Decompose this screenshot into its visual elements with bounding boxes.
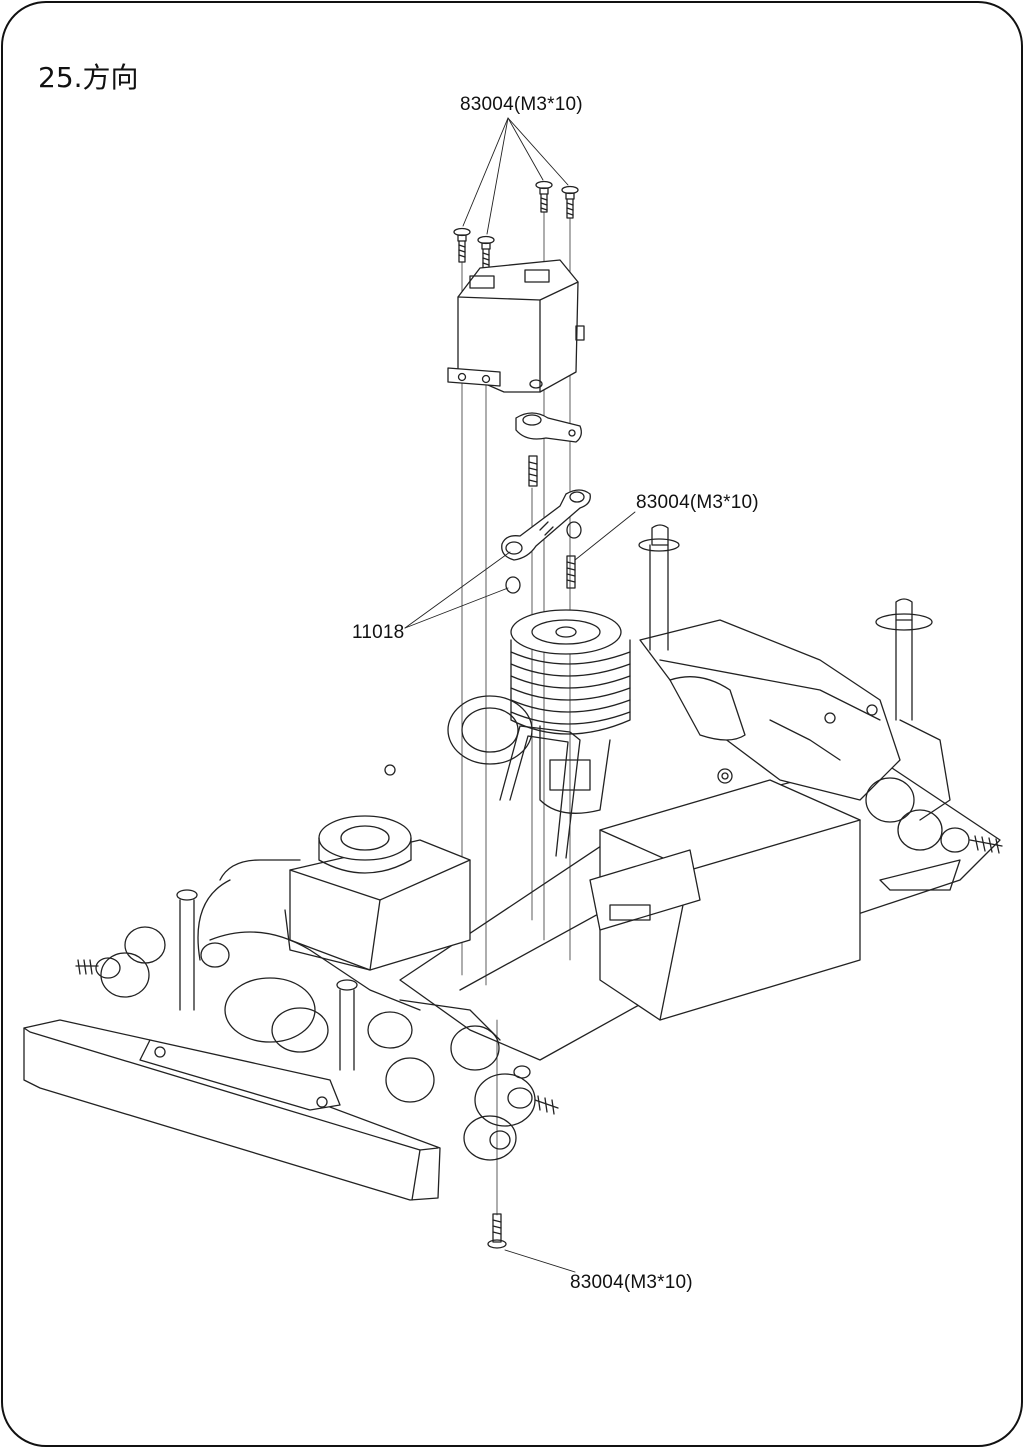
front-bumper — [23, 1019, 441, 1201]
screw-icon — [477, 235, 495, 271]
exploded-diagram — [23, 117, 1003, 1273]
ball-stud — [505, 521, 582, 594]
exhaust-pipe — [197, 859, 301, 961]
callout-link: 11018 — [352, 622, 405, 643]
front-suspension — [75, 889, 559, 1161]
screw-icon — [453, 227, 471, 263]
screw-icon — [561, 185, 579, 219]
screw-icon — [528, 455, 538, 487]
battery-box — [589, 768, 861, 1021]
step-title: 25.方向 — [38, 61, 139, 94]
leader-lines-link — [404, 511, 636, 629]
servo-horn — [515, 412, 582, 443]
screw-icon — [566, 555, 576, 589]
screw-icon — [487, 1213, 507, 1249]
leader-line-bottom — [504, 1249, 576, 1273]
engine — [510, 609, 631, 814]
screw-icon — [535, 180, 553, 213]
fuel-tank — [447, 695, 581, 859]
callout-right-screw: 83004(M3*10) — [636, 492, 759, 513]
leader-lines-top — [462, 117, 569, 235]
clutch-bell — [318, 815, 412, 874]
receiver-box — [284, 764, 471, 971]
servo — [447, 259, 585, 393]
steering-link — [501, 489, 591, 561]
callout-bottom-screw: 83004(M3*10) — [570, 1272, 693, 1293]
rear-suspension — [638, 524, 1003, 891]
callout-top-screws: 83004(M3*10) — [460, 94, 583, 115]
